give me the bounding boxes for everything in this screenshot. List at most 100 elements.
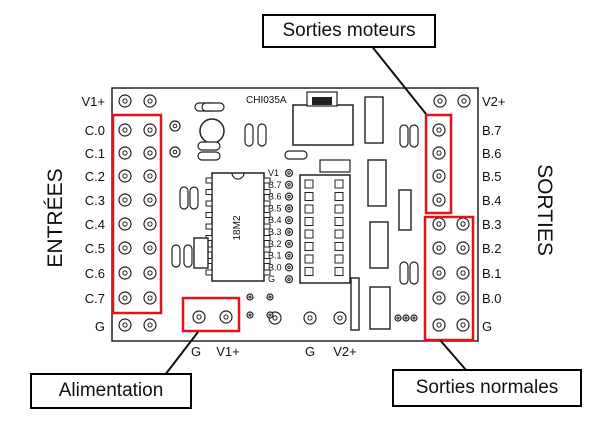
- pad-input: [118, 217, 132, 231]
- pad-header: [284, 263, 294, 272]
- motor-outputs-highlight: [424, 113, 453, 215]
- callout-normal-text: Sorties normales: [415, 377, 559, 398]
- ic-label: 18M2: [232, 215, 243, 240]
- pad-input-hole: [122, 295, 128, 301]
- callout-power-text: Alimentation: [58, 380, 164, 401]
- side-label-left: ENTRÉES: [44, 168, 67, 267]
- right-row-label: B.5: [482, 169, 502, 184]
- pad-small: [410, 314, 418, 322]
- ic-pin: [263, 200, 271, 207]
- socket-hole: [334, 204, 344, 214]
- pad-power-v1: [219, 310, 233, 324]
- pad-input: [118, 291, 132, 305]
- pad-power-v2-hole: [337, 315, 343, 321]
- resistor-network: [369, 286, 391, 330]
- ic-pin: [263, 246, 271, 253]
- left-row-label: C.7: [85, 291, 105, 306]
- pad-header: [284, 216, 294, 225]
- ic-notch: [231, 172, 245, 180]
- resistor: [244, 123, 254, 147]
- normal-outputs-highlight: [423, 215, 475, 342]
- pad-output-hole: [436, 295, 442, 301]
- pad-output: [432, 241, 446, 255]
- socket-hole: [304, 267, 314, 276]
- ic-pin: [263, 223, 271, 230]
- pad-input: [118, 123, 132, 137]
- pad-ground-right: [456, 318, 470, 332]
- pad-small: [394, 314, 402, 322]
- inputs-highlight: [111, 113, 163, 315]
- pad-header-hole: [287, 277, 291, 281]
- pad-output: [432, 217, 446, 231]
- resistor: [409, 124, 419, 148]
- pad-misc-hole: [172, 123, 178, 129]
- ic-pin: [205, 189, 213, 195]
- pad-small-hole: [248, 313, 252, 317]
- bottom-terminal-label: V1+: [216, 344, 240, 359]
- pad-header: [284, 227, 294, 237]
- power-callout-line: [164, 331, 199, 376]
- pad-small: [266, 293, 274, 301]
- pad-input-hole: [122, 150, 128, 156]
- pad-small-hole: [396, 316, 400, 320]
- label-v2-top: V2+: [482, 94, 506, 109]
- socket-hole: [304, 179, 314, 189]
- pad-output-hole: [460, 245, 466, 251]
- pad-input: [118, 266, 132, 280]
- pad-input-hole: [147, 127, 153, 133]
- socket-hole: [304, 242, 314, 251]
- callout-motor-text: Sorties moteurs: [282, 20, 416, 41]
- chip-id-label: CHI035A: [246, 95, 287, 106]
- pad-top-left: [118, 94, 132, 108]
- pad-header: [284, 239, 294, 248]
- pad-top-right-hole: [461, 98, 467, 104]
- pad-output: [456, 217, 470, 231]
- capacitor: [199, 118, 225, 144]
- pad-output-hole: [436, 245, 442, 251]
- power-highlight: [181, 296, 241, 333]
- pad-small-hole: [248, 295, 252, 299]
- pad-output-hole: [436, 173, 442, 179]
- right-row-label: B.6: [482, 146, 502, 161]
- side-label-right: SORTIES: [533, 164, 556, 256]
- ic-pin: [263, 235, 271, 241]
- pad-header: [284, 168, 294, 178]
- center-pin-label: B.3: [268, 227, 282, 237]
- pad-output: [456, 266, 470, 280]
- pad-input: [143, 123, 157, 137]
- pad-header-hole: [287, 206, 291, 211]
- pad-small: [246, 293, 254, 301]
- pad-top-left: [143, 94, 157, 108]
- pad-power-v2-hole: [272, 315, 278, 321]
- resistor: [179, 186, 189, 210]
- bottom-terminal-label: G: [305, 344, 315, 359]
- pad-header: [284, 204, 294, 213]
- pad-power-v1-hole: [223, 314, 229, 320]
- pad-input: [118, 193, 132, 207]
- normal-callout-line: [439, 339, 467, 371]
- pad-small: [402, 314, 410, 322]
- pad-input-hole: [122, 270, 128, 276]
- socket-hole: [304, 192, 314, 201]
- center-pin-label: B.2: [268, 239, 282, 249]
- pad-power-g-hole: [196, 314, 202, 320]
- right-row-label: B.2: [482, 241, 502, 256]
- resistor-network: [364, 96, 384, 144]
- callout-normal-outputs: Sorties normales: [392, 369, 582, 407]
- pad-header: [284, 192, 294, 201]
- resistor: [257, 123, 267, 147]
- ic-pin: [263, 177, 271, 184]
- label-g-left: G: [95, 319, 105, 334]
- pad-top-left-hole: [147, 98, 153, 104]
- pad-input-hole: [122, 197, 128, 203]
- resistor-network: [193, 237, 209, 269]
- pad-input: [118, 241, 132, 255]
- ic-pin: [263, 212, 271, 218]
- socket-hole: [304, 229, 314, 239]
- label-v1-top: V1+: [82, 94, 106, 109]
- pad-header-hole: [287, 253, 291, 258]
- label-g-right: G: [482, 319, 492, 334]
- ic-pin: [205, 269, 213, 276]
- pad-header: [284, 251, 294, 260]
